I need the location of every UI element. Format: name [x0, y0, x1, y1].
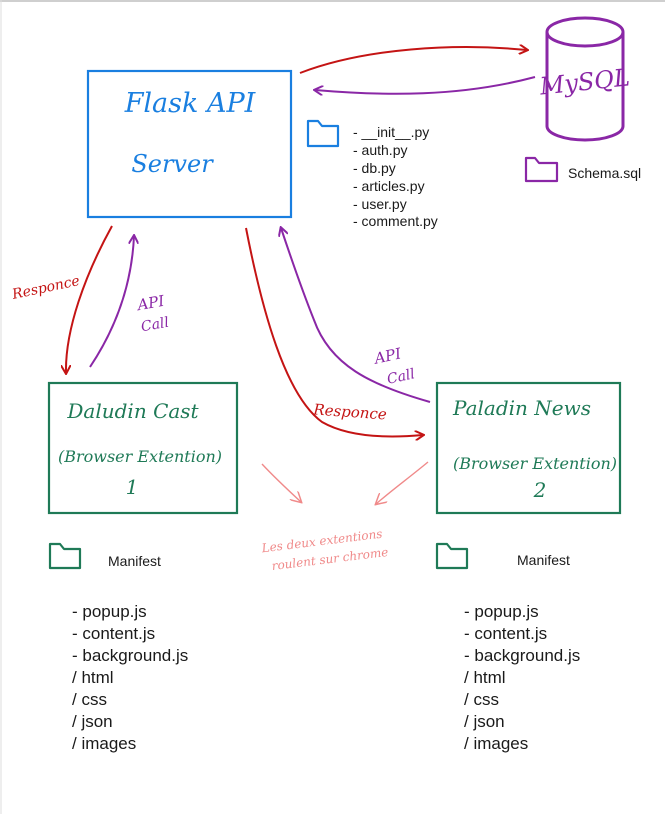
ext1-folder-label: Manifest — [108, 553, 161, 569]
schema-folder-icon — [524, 156, 559, 183]
right-api-call-arrow — [281, 228, 431, 403]
ext1-file: - content.js — [72, 624, 155, 643]
ext2-node: Paladin News (Browser Extention) 2 — [435, 381, 622, 515]
ext2-file: / html — [464, 668, 506, 687]
ext1-title: Daludin Cast — [66, 399, 199, 423]
left-call-label: Call — [140, 315, 170, 336]
left-api-label: API — [134, 292, 167, 315]
ext1-box — [47, 381, 239, 515]
server-node: Flask API Server — [86, 69, 293, 219]
ext2-folder-icon — [435, 542, 469, 570]
ext1-file: - background.js — [72, 646, 188, 665]
left-response-arrow — [66, 225, 113, 373]
server-box — [86, 69, 293, 219]
ext1-folder-icon — [48, 542, 82, 570]
ext2-box — [435, 381, 622, 515]
server-title: Flask API — [124, 88, 257, 119]
ext2-file: - content.js — [464, 624, 547, 643]
server-file: - db.py — [353, 160, 396, 176]
right-response-label: Responce — [312, 400, 388, 423]
db-to-server-arrow — [315, 76, 536, 94]
server-folder-icon — [306, 119, 340, 148]
left-response-label: Responce — [10, 273, 81, 303]
server-file: - auth.py — [353, 142, 407, 158]
note-arrow-right — [376, 461, 429, 504]
ext1-subtitle: (Browser Extention) — [58, 447, 222, 466]
ext1-file: / images — [72, 734, 136, 753]
ext2-folder-label: Manifest — [517, 552, 570, 568]
server-file: - user.py — [353, 196, 407, 212]
server-to-db-arrow — [299, 47, 527, 74]
right-api-label: API — [371, 344, 404, 368]
schema-label: Schema.sql — [568, 165, 641, 181]
ext2-file: / images — [464, 734, 528, 753]
ext1-node: Daludin Cast (Browser Extention) 1 — [47, 381, 239, 515]
ext2-file: - popup.js — [464, 602, 539, 621]
ext2-title: Paladin News — [452, 396, 591, 420]
server-file: - __init__.py — [353, 124, 429, 140]
note-arrow-left — [261, 463, 301, 502]
right-response-arrow — [245, 227, 423, 437]
ext2-number: 2 — [533, 478, 547, 502]
ext2-file: / css — [464, 690, 499, 709]
server-file: - comment.py — [353, 213, 438, 229]
left-api-call-arrow — [89, 236, 134, 368]
ext1-file: / html — [72, 668, 114, 687]
ext2-file: - background.js — [464, 646, 580, 665]
ext1-file-list: - popup.js - content.js - background.js … — [72, 602, 188, 753]
server-subtitle: Server — [131, 150, 214, 178]
server-file-list: - __init__.py - auth.py - db.py - articl… — [353, 124, 438, 229]
right-call-label: Call — [386, 366, 417, 387]
database-node: MySQL — [537, 16, 631, 142]
database-label: MySQL — [537, 63, 631, 100]
ext2-file-list: - popup.js - content.js - background.js … — [464, 602, 580, 753]
server-file: - articles.py — [353, 178, 425, 194]
ext1-file: / css — [72, 690, 107, 709]
ext1-number: 1 — [126, 475, 139, 499]
ext1-file: / json — [72, 712, 113, 731]
ext1-file: - popup.js — [72, 602, 147, 621]
ext2-file: / json — [464, 712, 505, 731]
ext2-subtitle: (Browser Extention) — [453, 454, 617, 473]
database-cylinder-icon — [545, 16, 625, 142]
